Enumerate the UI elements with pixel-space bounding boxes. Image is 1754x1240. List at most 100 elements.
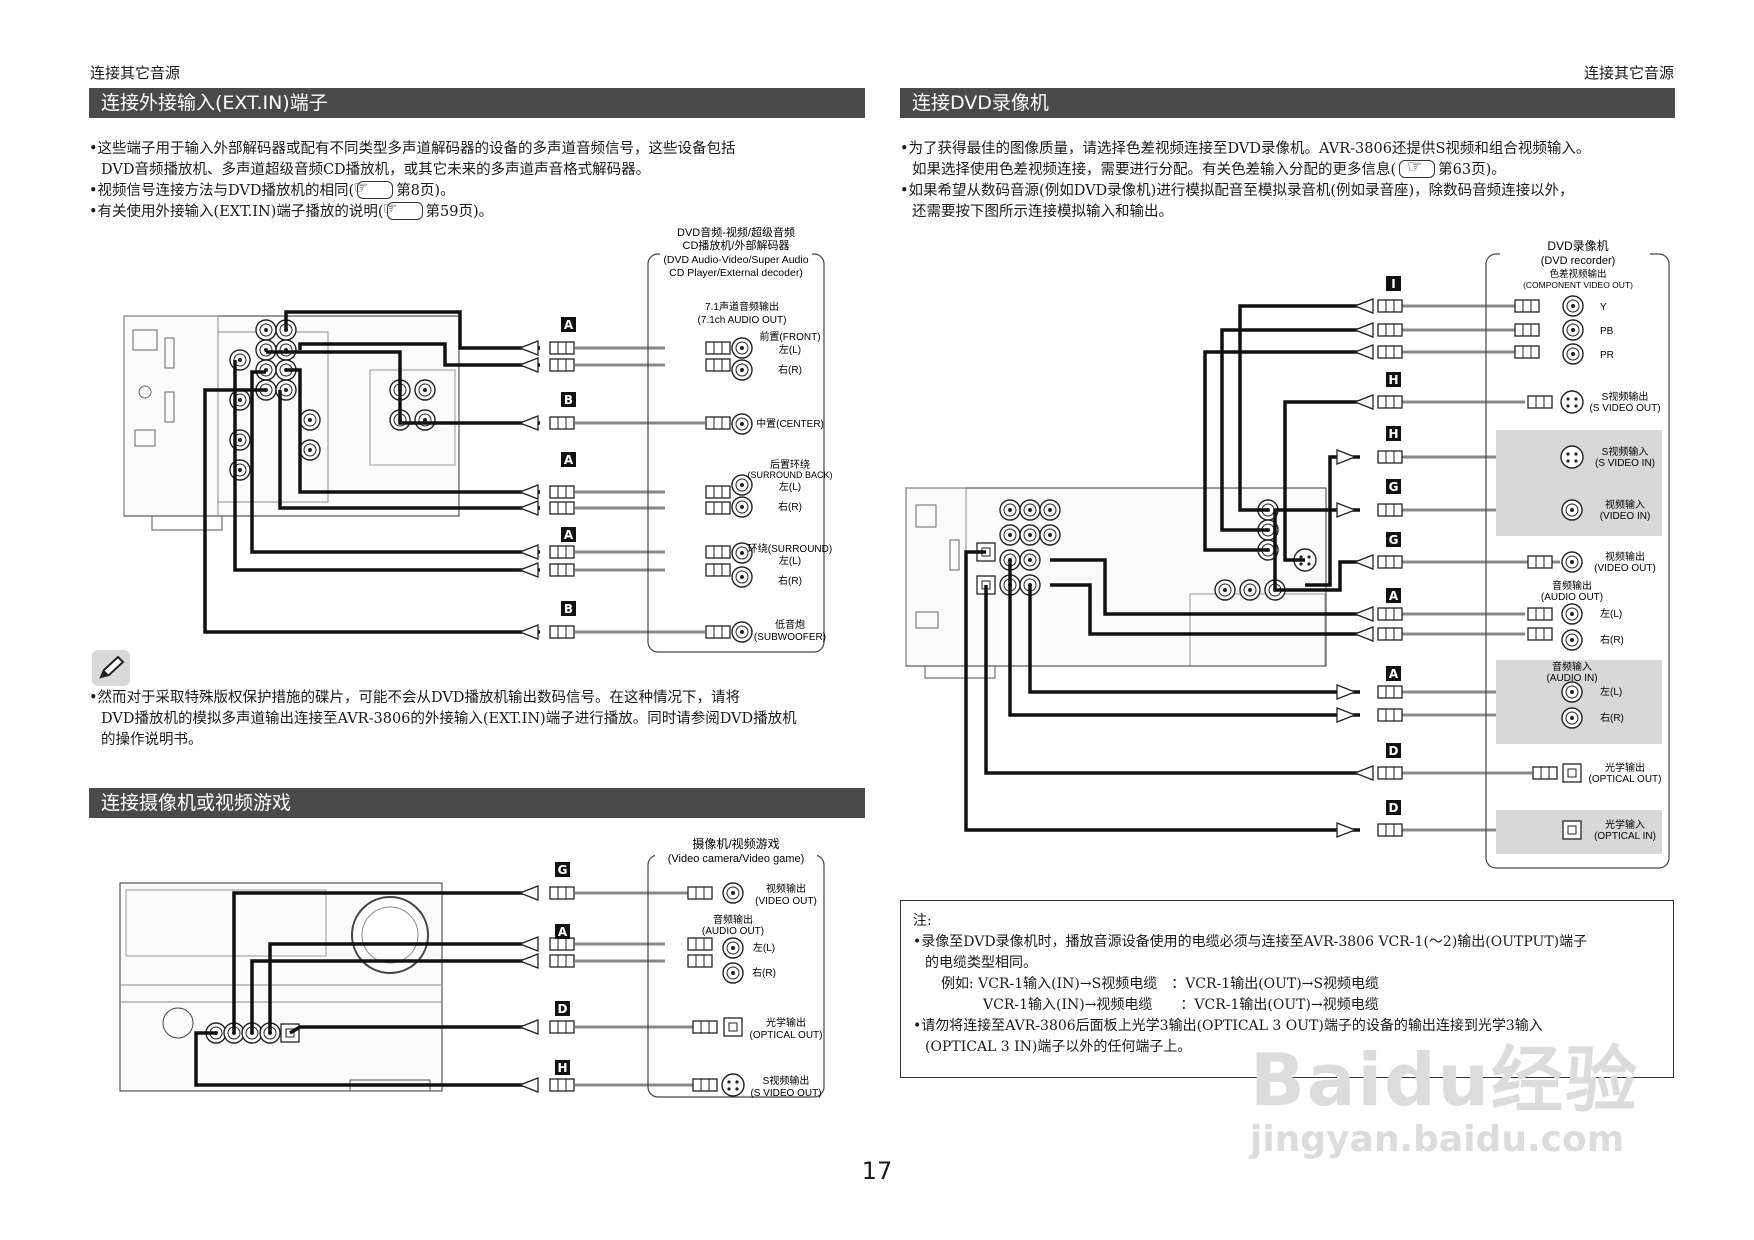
label: (SURROUND BACK) xyxy=(747,470,832,480)
label: 左(L) xyxy=(753,941,775,954)
label: (S VIDEO OUT) xyxy=(750,1088,821,1099)
label: S视频输入 xyxy=(1602,445,1649,458)
camera-receiver-front xyxy=(119,882,443,1092)
ext-in-arrows xyxy=(519,340,731,640)
watermark-line: jingyan.baidu.com xyxy=(1250,1119,1625,1160)
camera-badges: G A D H xyxy=(555,862,570,1075)
camera-connectors xyxy=(519,885,718,1093)
ext-in-device-panel xyxy=(647,238,825,653)
page-number: 17 xyxy=(861,1157,893,1185)
page-ref: 第8页)。 xyxy=(396,183,455,199)
note-example: 例如: VCR-1输入(IN)→S视频电缆 ：VCR-1输出(OUT)→S视频电… xyxy=(941,976,1380,992)
bullet-text: •这些端子用于输入外部解码器或配有不同类型多声道解码器的设备的多声道音频信号，这… xyxy=(89,141,736,157)
label: 音频输入 xyxy=(1552,660,1592,673)
label: 左(L) xyxy=(1600,607,1622,620)
section-dvd-recorder-title: 连接DVD录像机 xyxy=(900,88,1675,118)
camera-cable-grey xyxy=(575,891,705,1087)
label: (OPTICAL OUT) xyxy=(1589,774,1662,785)
label: (OPTICAL OUT) xyxy=(750,1030,823,1041)
label: 右(R) xyxy=(778,363,802,376)
ext-in-device-text: DVD音频-视频/超级音频 CD播放机/外部解码器 (DVD Audio-Vid… xyxy=(663,225,832,643)
page-ref: 第59页)。 xyxy=(425,204,494,220)
label: 左(L) xyxy=(1600,685,1622,698)
device-title: DVD录像机 xyxy=(1547,239,1608,253)
label: (SUBWOOFER) xyxy=(754,632,826,643)
label: PB xyxy=(1600,326,1614,337)
watermark-line: Baidu经验 xyxy=(1250,1038,1639,1122)
bullet-text: •为了获得最佳的图像质量，请选择色差视频连接至DVD录像机。AVR-3806还提… xyxy=(900,141,1591,157)
label: 环绕(SURROUND) xyxy=(748,542,832,555)
ext-in-cables xyxy=(203,310,540,634)
badge: I xyxy=(1391,277,1395,291)
bullet-span: •有关使用外接输入(EXT.IN)端子播放的说明( xyxy=(89,204,384,220)
badge: H xyxy=(557,1061,567,1075)
bullet-text: DVD音频播放机、多声道超级音频CD播放机，或其它未来的多声道声音格式解码器。 xyxy=(101,162,651,178)
label: 视频输入 xyxy=(1605,498,1645,511)
label: 左(L) xyxy=(779,343,801,356)
note-line: DVD播放机的模拟多声道输出连接至AVR-3806的外接输入(EXT.IN)端子… xyxy=(101,711,797,727)
label: 音频输出 xyxy=(1552,579,1592,592)
badge: A xyxy=(558,925,568,939)
note-pencil-icon xyxy=(92,650,130,686)
label: 右(R) xyxy=(778,574,802,587)
out-head: (7.1ch AUDIO OUT) xyxy=(698,315,787,326)
label: (S VIDEO OUT) xyxy=(1589,403,1660,414)
label: 低音炮 xyxy=(775,618,805,631)
hand-pointer-icon xyxy=(386,199,423,220)
baidu-watermark: Baidu经验 jingyan.baidu.com xyxy=(1250,1040,1639,1160)
note-line: 的电缆类型相同。 xyxy=(925,955,1037,971)
device-title: (DVD Audio-Video/Super Audio xyxy=(663,254,808,266)
ext-in-badges: A B A A B xyxy=(561,317,576,616)
bullet-span: •视频信号连接方法与DVD播放机的相同( xyxy=(89,183,355,199)
dvd-recorder-panel xyxy=(1485,236,1670,869)
device-title: CD播放机/外部解码器 xyxy=(683,238,790,252)
dvd-recorder-text: DVD录像机 (DVD recorder) 色差视频输出 (COMPONENT … xyxy=(1523,239,1661,842)
badge: A xyxy=(564,528,574,542)
camera-cables xyxy=(194,891,530,1087)
note-line: •录像至DVD录像机时，播放音源设备使用的电缆必须与连接至AVR-3806 VC… xyxy=(913,934,1588,950)
header-right: 连接其它音源 xyxy=(1583,64,1674,82)
label: 后置环绕 xyxy=(770,458,810,471)
label: 右(R) xyxy=(778,500,802,513)
hand-pointer-icon xyxy=(1399,157,1436,178)
label: 音频输出 xyxy=(713,913,753,926)
badge: A xyxy=(1389,667,1399,681)
section-camera-title: 连接摄像机或视频游戏 xyxy=(89,788,865,818)
label: 中置(CENTER) xyxy=(756,417,824,430)
label: S视频输出 xyxy=(1602,390,1649,403)
label: (AUDIO OUT) xyxy=(702,926,764,937)
section-ext-in-title: 连接外接输入(EXT.IN)端子 xyxy=(89,88,865,118)
label: 色差视频输出 xyxy=(1549,268,1606,280)
note-title: 注: xyxy=(913,913,932,929)
badge: A xyxy=(564,453,574,467)
label: 光学输出 xyxy=(1605,761,1645,774)
hand-pointer-icon xyxy=(357,178,394,199)
header-left: 连接其它音源 xyxy=(90,64,181,82)
label: PR xyxy=(1600,350,1614,361)
badge: G xyxy=(1389,480,1399,494)
note-line: 的操作说明书。 xyxy=(101,732,203,748)
dvd-receiver-panel xyxy=(905,487,1327,679)
device-title: (Video camera/Video game) xyxy=(668,853,805,865)
camera-device-text: 摄像机/视频游戏 (Video camera/Video game) 视频输出 … xyxy=(668,836,823,1099)
badge: D xyxy=(1389,744,1399,758)
label: (OPTICAL IN) xyxy=(1594,831,1656,842)
camera-device-panel xyxy=(647,838,825,1098)
label: 左(L) xyxy=(779,554,801,567)
label: (S VIDEO IN) xyxy=(1595,458,1655,469)
label: (VIDEO OUT) xyxy=(1594,563,1656,574)
badge: G xyxy=(1389,533,1399,547)
dvd-connectors xyxy=(1336,298,1558,838)
label: (AUDIO OUT) xyxy=(1541,592,1603,603)
bullet-text: 如果选择使用色差视频连接，需要进行分配。有关色差输入分配的更多信息(第63页)。 xyxy=(900,157,1680,181)
label: 右(R) xyxy=(1600,711,1624,724)
badge: B xyxy=(564,393,573,407)
label: (COMPONENT VIDEO OUT) xyxy=(1523,280,1633,290)
badge: G xyxy=(558,863,568,877)
ext-in-note: •然而对于采取特殊版权保护措施的碟片，可能不会从DVD播放机输出数码信号。在这种… xyxy=(89,688,869,751)
label: S视频输出 xyxy=(763,1074,810,1087)
label: 前置(FRONT) xyxy=(759,330,820,343)
badge: D xyxy=(558,1002,568,1016)
device-title: CD Player/External decoder) xyxy=(669,267,803,279)
